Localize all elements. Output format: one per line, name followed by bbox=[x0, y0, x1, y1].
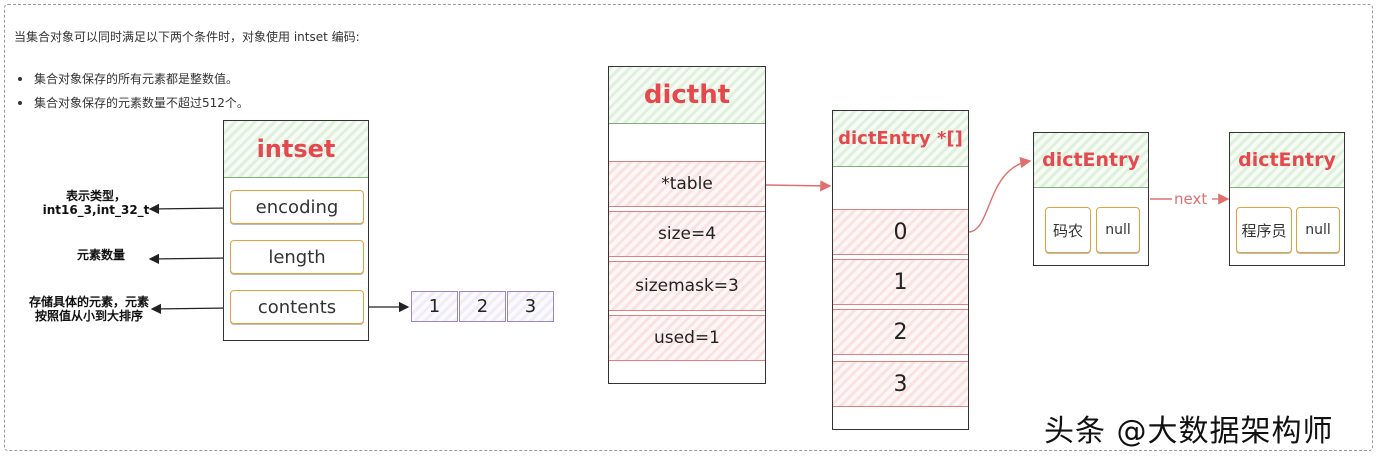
array-slot: 0 bbox=[833, 209, 968, 255]
entry-value: null bbox=[1296, 207, 1340, 253]
contents-value-cell: 2 bbox=[459, 291, 506, 322]
dictht-title: dictht bbox=[609, 67, 765, 124]
slot0-to-entry-arrow bbox=[967, 157, 1032, 233]
contents-annotation-line: 存储具体的元素，元素 bbox=[28, 295, 149, 309]
encoding-annotation-line: int16_3,int_32_t bbox=[42, 203, 150, 217]
length-annotation: 元素数量 bbox=[76, 248, 125, 262]
condition-item: 集合对象保存的元素数量不超过512个。 bbox=[14, 94, 249, 118]
intset-field-length: length bbox=[230, 240, 364, 274]
length-annotation-arrow bbox=[148, 253, 231, 265]
intset-field-encoding: encoding bbox=[230, 190, 364, 224]
entry-value: null bbox=[1096, 207, 1140, 253]
contents-annotation-arrow bbox=[150, 303, 231, 315]
array-slot: 2 bbox=[833, 309, 968, 355]
watermark: 头条 @大数据架构师 bbox=[1044, 414, 1334, 449]
array-slot: 3 bbox=[833, 361, 968, 407]
intset-box: intset bbox=[223, 120, 369, 341]
intro-text: 当集合对象可以同时满足以下两个条件时，对象使用 intset 编码: bbox=[14, 30, 360, 44]
encoding-annotation: 表示类型， int16_3,int_32_t bbox=[40, 189, 152, 217]
condition-item: 集合对象保存的所有元素都是整数值。 bbox=[14, 70, 249, 94]
dictentry-array-title: dictEntry *[] bbox=[833, 111, 968, 167]
dictentry-array-box: dictEntry *[] 0 1 2 3 bbox=[832, 110, 969, 430]
condition-list: 集合对象保存的所有元素都是整数值。 集合对象保存的元素数量不超过512个。 bbox=[14, 70, 249, 118]
intset-field-contents: contents bbox=[230, 290, 364, 324]
contents-value-cell: 3 bbox=[507, 291, 554, 322]
dictentry-title: dictEntry bbox=[1034, 133, 1148, 188]
dictht-field-used: used=1 bbox=[609, 315, 765, 361]
entry-key: 程序员 bbox=[1236, 207, 1292, 253]
next-label: next bbox=[1174, 190, 1208, 208]
dictht-field-size: size=4 bbox=[609, 211, 765, 257]
diagram-frame bbox=[4, 4, 1373, 451]
encoding-annotation-line: 表示类型， bbox=[65, 189, 126, 203]
dictentry-title: dictEntry bbox=[1230, 133, 1344, 188]
dictht-box: dictht *table size=4 sizemask=3 used=1 bbox=[608, 66, 766, 384]
dictht-field-sizemask: sizemask=3 bbox=[609, 261, 765, 311]
table-to-array-arrow bbox=[765, 180, 832, 192]
encoding-annotation-arrow bbox=[148, 203, 231, 215]
array-slot: 1 bbox=[833, 259, 968, 305]
contents-annotation: 存储具体的元素，元素 按照值从小到大排序 bbox=[16, 295, 162, 323]
intset-title: intset bbox=[224, 121, 368, 178]
entry-key: 码农 bbox=[1045, 207, 1091, 253]
contents-annotation-line: 按照值从小到大排序 bbox=[34, 309, 143, 323]
dictht-field-table: *table bbox=[609, 161, 765, 207]
contents-value-cell: 1 bbox=[411, 291, 458, 322]
